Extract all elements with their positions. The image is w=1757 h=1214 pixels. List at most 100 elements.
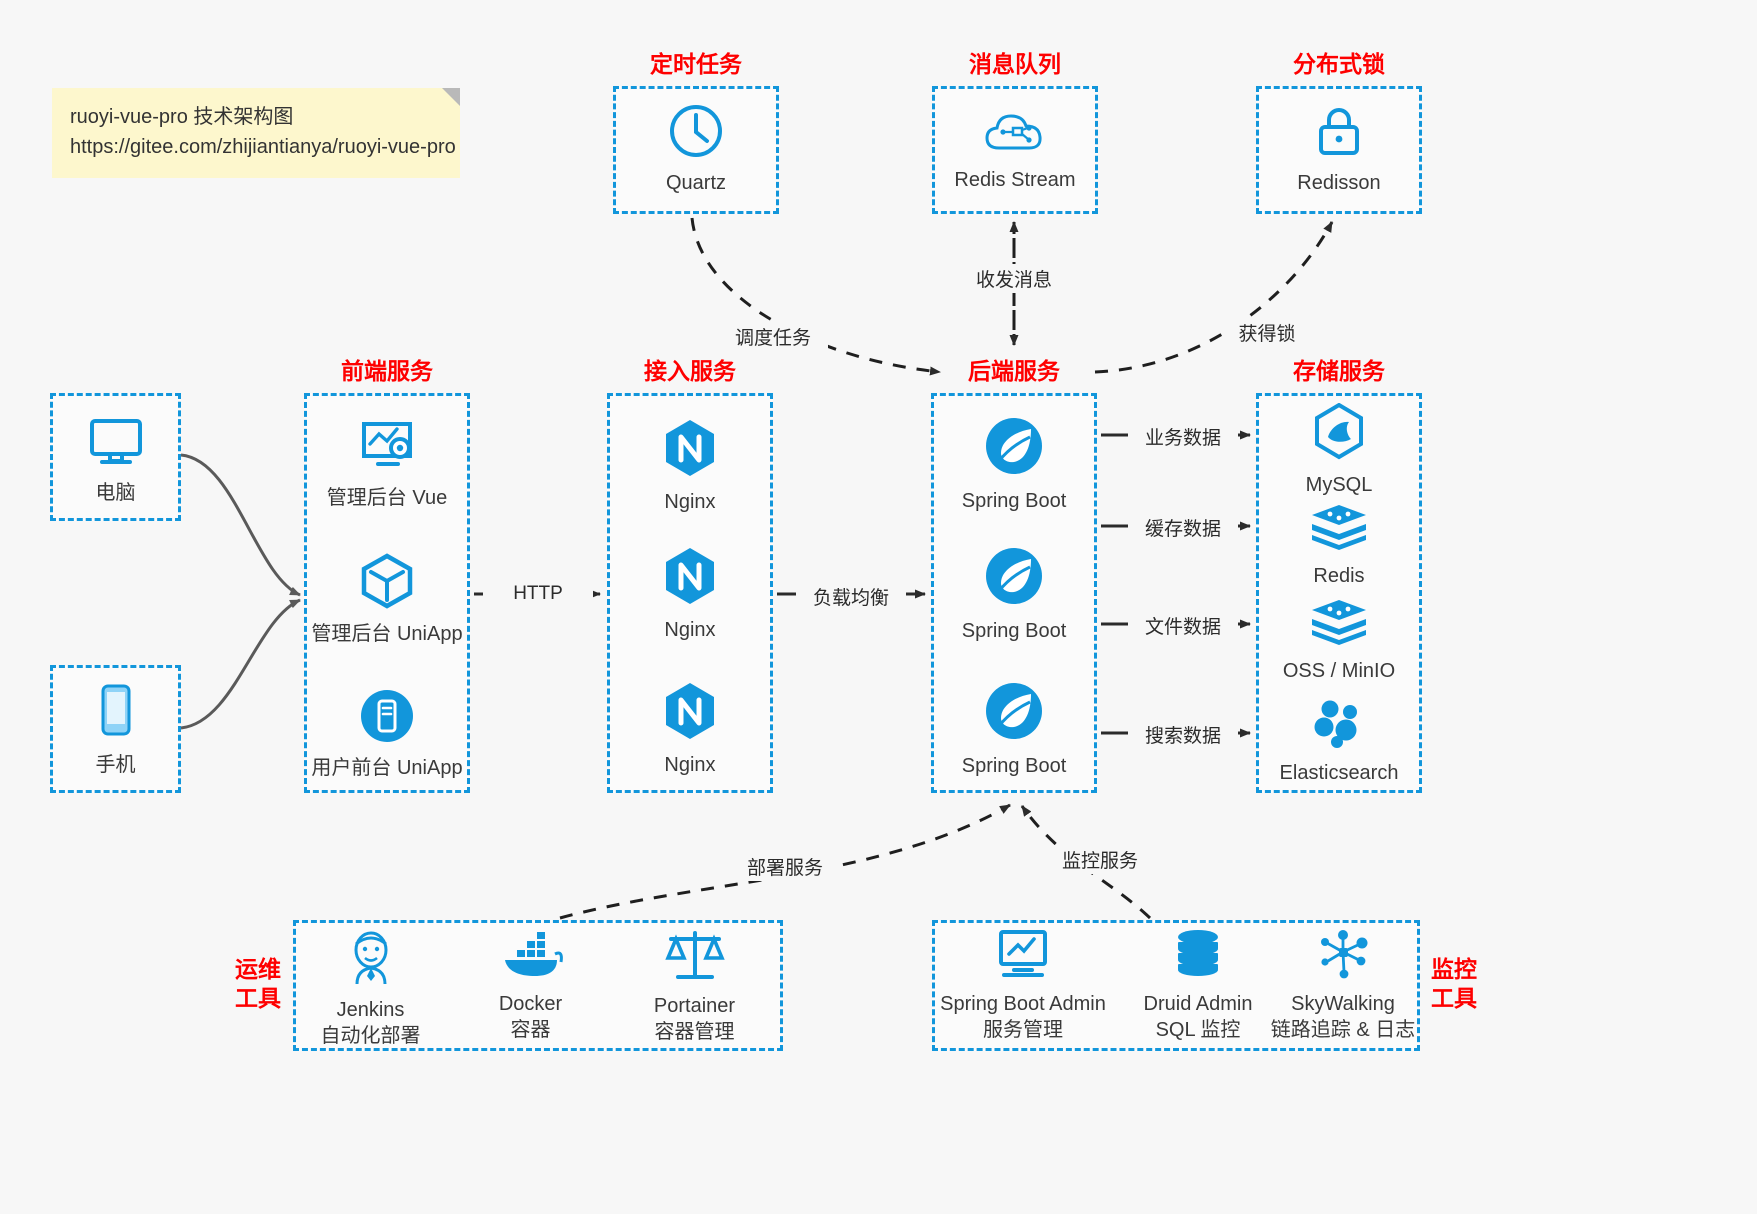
- node-label: Spring Boot Admin: [940, 993, 1106, 1015]
- node-sublabel: 链路追踪 & 日志: [1270, 1019, 1416, 1041]
- node-redis[interactable]: Redis: [1254, 502, 1424, 589]
- database-icon: [1170, 928, 1226, 985]
- edge-label-http: HTTP: [483, 582, 593, 606]
- node-label: Jenkins: [336, 999, 405, 1021]
- spring-boot-icon: [983, 415, 1045, 482]
- node-nginx-2[interactable]: Nginx: [605, 546, 775, 643]
- object-storage-icon: [1308, 597, 1370, 652]
- node-label: 电脑: [95, 482, 136, 504]
- edge-label-load-balance: 负载均衡: [796, 582, 906, 611]
- edge-label-business-data: 业务数据: [1128, 422, 1238, 451]
- edge-label-search-data: 搜索数据: [1128, 720, 1238, 749]
- node-oss-minio[interactable]: OSS / MinIO: [1254, 597, 1424, 684]
- node-spring-boot-admin[interactable]: Spring Boot Admin 服务管理: [938, 928, 1108, 1043]
- mobile-phone-icon: [94, 683, 138, 746]
- node-quartz[interactable]: Quartz: [611, 103, 781, 196]
- node-druid-admin[interactable]: Druid Admin SQL 监控: [1113, 928, 1283, 1043]
- group-title-devops: 运维 工具: [228, 955, 288, 1013]
- cloud-stream-icon: [983, 108, 1047, 161]
- scales-icon: [664, 928, 726, 987]
- edge-label-monitor-service: 监控服务: [1050, 845, 1150, 874]
- node-sublabel: 服务管理: [983, 1019, 1063, 1041]
- spring-boot-icon: [983, 680, 1045, 747]
- node-client-computer[interactable]: 电脑: [30, 415, 201, 506]
- edge-label-file-data: 文件数据: [1128, 611, 1238, 640]
- nginx-icon: [662, 418, 718, 483]
- jenkins-butler-icon: [343, 928, 399, 991]
- group-title-message-queue: 消息队列: [969, 51, 1061, 77]
- node-label: 管理后台 UniApp: [311, 623, 463, 645]
- node-label: Redis Stream: [954, 169, 1076, 191]
- monitoring-title-line2: 工具: [1431, 984, 1477, 1011]
- node-redisson[interactable]: Redisson: [1254, 103, 1424, 196]
- title-note: ruoyi-vue-pro 技术架构图 https://gitee.com/zh…: [52, 88, 460, 178]
- node-sublabel: 自动化部署: [320, 1025, 421, 1047]
- node-label: Nginx: [664, 754, 716, 776]
- desktop-monitor-icon: [84, 415, 148, 474]
- group-title-gateway: 接入服务: [644, 358, 736, 384]
- node-nginx-1[interactable]: Nginx: [605, 418, 775, 515]
- node-label: Quartz: [665, 172, 727, 194]
- monitoring-title-line1: 监控: [1431, 956, 1477, 982]
- node-admin-uniapp[interactable]: 管理后台 UniApp: [302, 552, 472, 647]
- node-label: Elasticsearch: [1279, 762, 1399, 784]
- node-label: OSS / MinIO: [1282, 660, 1396, 682]
- group-title-backend: 后端服务: [968, 358, 1060, 384]
- node-spring-boot-3[interactable]: Spring Boot: [929, 680, 1099, 779]
- node-spring-boot-2[interactable]: Spring Boot: [929, 545, 1099, 644]
- node-label: 用户前台 UniApp: [311, 757, 463, 779]
- mobile-app-icon: [359, 688, 415, 749]
- dashboard-gear-icon: [356, 418, 418, 479]
- edge-label-send-receive-message: 收发消息: [959, 264, 1069, 293]
- note-line-1: ruoyi-vue-pro 技术架构图: [70, 106, 294, 128]
- edge-label-cache-data: 缓存数据: [1128, 513, 1238, 542]
- node-sublabel: SQL 监控: [1155, 1019, 1241, 1041]
- node-nginx-3[interactable]: Nginx: [605, 681, 775, 778]
- node-jenkins[interactable]: Jenkins 自动化部署: [293, 928, 448, 1049]
- node-label: Redisson: [1297, 172, 1381, 194]
- node-label: Druid Admin: [1143, 993, 1253, 1015]
- node-label: Spring Boot: [961, 620, 1067, 642]
- redis-stack-icon: [1308, 502, 1370, 557]
- box-monitoring: [932, 920, 1420, 1051]
- node-label: Spring Boot: [961, 490, 1067, 512]
- node-skywalking[interactable]: SkyWalking 链路追踪 & 日志: [1258, 928, 1428, 1043]
- cube-icon: [358, 552, 416, 615]
- node-spring-boot-1[interactable]: Spring Boot: [929, 415, 1099, 514]
- node-label: SkyWalking: [1291, 993, 1395, 1015]
- edge-label-deploy-service: 部署服务: [735, 852, 835, 881]
- node-user-uniapp[interactable]: 用户前台 UniApp: [302, 688, 472, 781]
- node-label: MySQL: [1305, 474, 1373, 496]
- note-fold-icon: [442, 88, 460, 106]
- clock-icon: [668, 103, 724, 164]
- node-redis-stream[interactable]: Redis Stream: [930, 108, 1100, 193]
- node-mysql[interactable]: MySQL: [1254, 402, 1424, 498]
- devops-title-line2: 工具: [235, 984, 281, 1011]
- group-title-distributed-lock: 分布式锁: [1293, 51, 1385, 77]
- spring-boot-icon: [983, 545, 1045, 612]
- node-label: 手机: [95, 754, 136, 776]
- monitor-chart-icon: [994, 928, 1052, 985]
- node-docker[interactable]: Docker 容器: [453, 928, 608, 1043]
- node-label: Spring Boot: [961, 755, 1067, 777]
- lock-icon: [1313, 103, 1365, 164]
- node-sublabel: 容器管理: [654, 1021, 735, 1043]
- node-label: Nginx: [664, 619, 716, 641]
- note-line-2: https://gitee.com/zhijiantianya/ruoyi-vu…: [70, 136, 456, 158]
- elasticsearch-icon: [1310, 697, 1368, 754]
- group-title-monitoring: 监控 工具: [1424, 955, 1484, 1013]
- edge-label-acquire-lock: 获得锁: [1222, 318, 1312, 347]
- node-portainer[interactable]: Portainer 容器管理: [617, 928, 772, 1045]
- node-elasticsearch[interactable]: Elasticsearch: [1254, 697, 1424, 786]
- node-client-phone[interactable]: 手机: [30, 683, 201, 778]
- box-distributed-lock: [1256, 86, 1422, 214]
- nginx-icon: [662, 546, 718, 611]
- node-label: Docker: [498, 993, 563, 1015]
- nginx-icon: [662, 681, 718, 746]
- edge-label-schedule-task: 调度任务: [718, 322, 828, 351]
- box-message-queue: [932, 86, 1098, 214]
- group-title-scheduled-task: 定时任务: [650, 51, 742, 77]
- node-sublabel: 容器: [510, 1019, 551, 1041]
- node-admin-vue[interactable]: 管理后台 Vue: [302, 418, 472, 511]
